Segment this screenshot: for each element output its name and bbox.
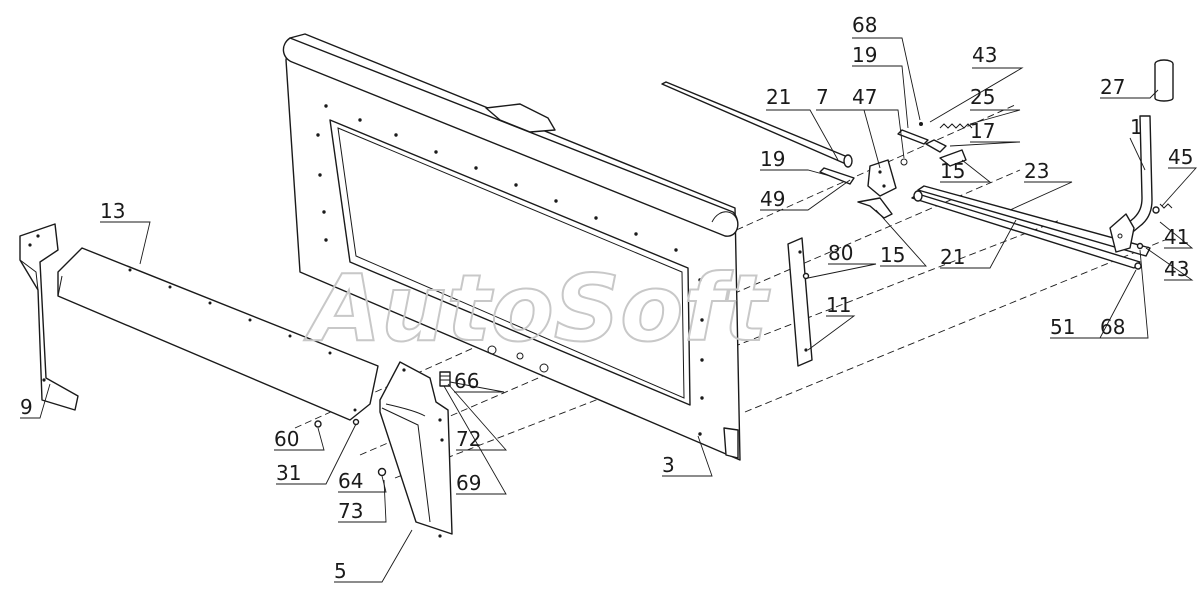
label-49: 49 (760, 187, 785, 211)
part-5-front-bracket (379, 361, 453, 538)
label-43-lower: 43 (1164, 257, 1189, 281)
label-15-upper: 15 (940, 159, 965, 183)
label-27: 27 (1100, 75, 1125, 99)
part-9-side-bracket (19, 223, 79, 411)
label-19-mid: 19 (760, 147, 785, 171)
label-51: 51 (1050, 315, 1075, 339)
spring-and-levers (857, 123, 973, 219)
label-47: 47 (852, 85, 877, 109)
watermark-text: AutoSoft (304, 255, 770, 362)
label-17: 17 (970, 119, 995, 143)
label-25: 25 (970, 85, 995, 109)
label-72: 72 (456, 427, 481, 451)
label-3: 3 (662, 453, 675, 477)
label-5: 5 (334, 559, 347, 583)
label-7: 7 (816, 85, 829, 109)
fasteners-66-72-69 (314, 371, 451, 477)
label-80: 80 (828, 241, 853, 265)
label-41: 41 (1164, 225, 1189, 249)
part-11-strip (787, 237, 813, 367)
part-1-handle (1109, 59, 1174, 253)
label-9: 9 (20, 395, 33, 419)
label-45: 45 (1168, 145, 1193, 169)
label-64: 64 (338, 469, 363, 493)
label-1: 1 (1130, 115, 1143, 139)
label-21-lower: 21 (940, 245, 965, 269)
part-13-cover-plate (57, 247, 379, 421)
label-68-top: 68 (852, 13, 877, 37)
callout-labels: 68 19 43 47 7 21 25 17 27 1 45 19 49 15 … (20, 13, 1193, 583)
label-31: 31 (276, 461, 301, 485)
leader-lines (20, 37, 1198, 583)
link-plates-19-7 (819, 122, 929, 197)
label-13: 13 (100, 199, 125, 223)
label-68-lower: 68 (1100, 315, 1125, 339)
label-15-lower: 15 (880, 243, 905, 267)
part-3-door-frame (282, 33, 741, 461)
label-23: 23 (1024, 159, 1049, 183)
label-73: 73 (338, 499, 363, 523)
part-23-21-rod-assembly (911, 185, 1151, 270)
label-69: 69 (456, 471, 481, 495)
label-19-top: 19 (852, 43, 877, 67)
label-21-upper: 21 (766, 85, 791, 109)
part-21-upper-rod (661, 81, 853, 168)
label-11: 11 (826, 293, 851, 317)
label-60: 60 (274, 427, 299, 451)
label-66: 66 (454, 369, 479, 393)
label-43-top: 43 (972, 43, 997, 67)
